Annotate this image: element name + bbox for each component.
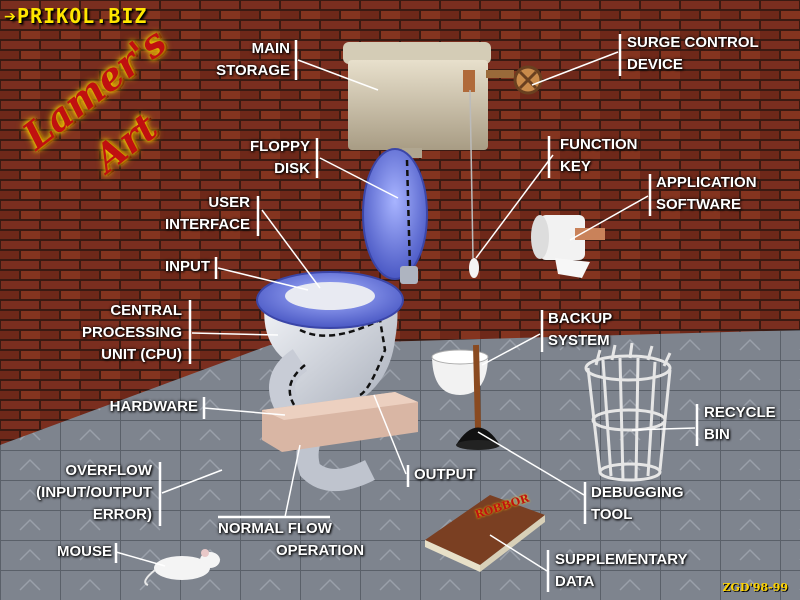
mouse-rat [144,549,220,586]
toilet-tank [343,42,491,158]
tile-floor [0,330,800,600]
label-function-key: FUNCTION KEY [560,136,638,175]
flush-chain [469,89,474,259]
waste-basket [584,342,672,482]
surge-valve [486,65,543,95]
label-output: OUTPUT [414,466,476,483]
site-logo[interactable]: ➔PRIKOL.BIZ [4,4,148,28]
label-mouse: MOUSE [56,543,112,560]
label-recycle-bin: RECYCLE BIN [704,404,776,443]
label-input: INPUT [165,258,210,275]
label-application-software: APPLICATION SOFTWARE [656,174,757,213]
leader-lines [115,51,696,572]
label-normal-flow-operation: NORMAL FLOW OPERATION [218,520,365,559]
label-overflow: OVERFLOW (INPUT/OUTPUT ERROR) [36,462,152,523]
flush-handle [469,258,479,278]
label-surge-control-device: SURGE CONTROL DEVICE [627,34,759,73]
plunger [456,344,500,450]
label-backup-system: BACKUP SYSTEM [548,310,613,349]
label-main-storage: MAIN STORAGE [216,40,290,79]
label-user-interface: USER INTERFACE [164,194,250,233]
label-hardware: HARDWARE [109,398,198,415]
toilet-paper [531,215,605,278]
toilet-lid [362,148,428,280]
label-debugging-tool: DEBUGGING TOOL [591,484,684,523]
label-floppy-disk: FLOPPY DISK [249,138,310,177]
signature: ZGD'98-99 [722,581,788,594]
book [425,495,545,572]
label-bars [114,34,699,592]
label-cpu: CENTRAL PROCESSING UNIT (CPU) [81,302,182,363]
label-supplementary-data: SUPPLEMENTARY DATA [555,551,688,590]
bowl-opening [285,282,375,310]
